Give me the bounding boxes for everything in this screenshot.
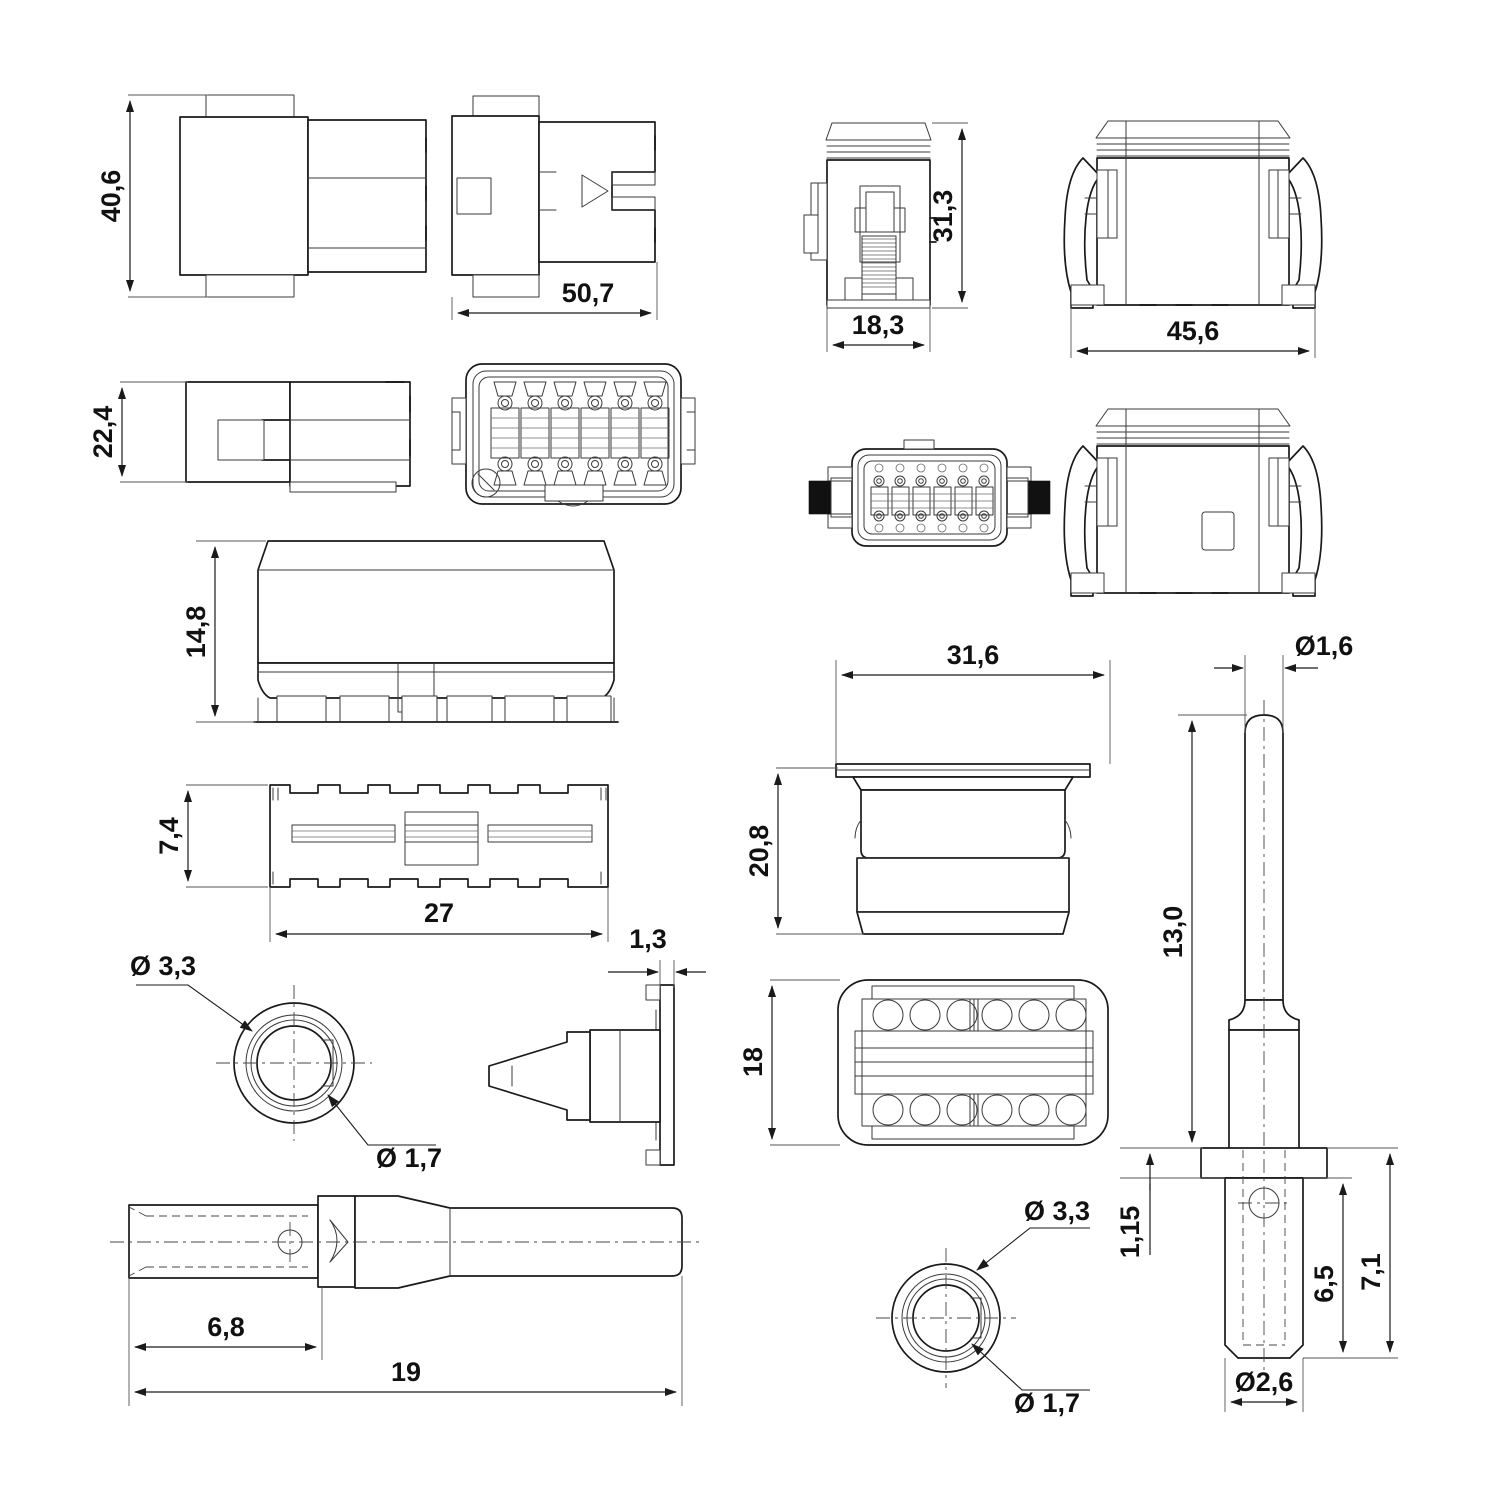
dim-label-wedge-thickness: 1,3 bbox=[629, 924, 667, 954]
hatch-block bbox=[861, 235, 897, 295]
view-plug-rear bbox=[1063, 408, 1323, 597]
dim-label-seal-od: Ø 3,3 bbox=[130, 951, 196, 981]
dim-label-socket-total: 19 bbox=[391, 1357, 421, 1387]
dim-label-pin-body-len: 7,1 bbox=[1356, 1253, 1386, 1291]
dim-label-pin-shoulder: 1,15 bbox=[1115, 1206, 1145, 1259]
view-header-front bbox=[179, 94, 427, 298]
view-grid-top bbox=[837, 979, 1109, 1146]
dim-label-header-length: 50,7 bbox=[562, 278, 615, 308]
view-cap-side bbox=[835, 763, 1091, 935]
dimension-31-3: 31,3 bbox=[928, 122, 968, 309]
leader-seal2-id: Ø 1,7 bbox=[971, 1343, 1090, 1418]
view-wedge-edge bbox=[488, 984, 675, 1166]
view-plug-side bbox=[803, 122, 937, 309]
dim-label-seal2-od: Ø 3,3 bbox=[1024, 1196, 1090, 1226]
dimension-31-6: 31,6 bbox=[835, 640, 1111, 764]
dim-label-pin-length: 13,0 bbox=[1158, 906, 1188, 959]
view-socket bbox=[110, 1195, 700, 1289]
view-header-depth bbox=[185, 381, 411, 493]
dim-label-header-height: 40,6 bbox=[96, 170, 126, 223]
dimension-50-7: 50,7 bbox=[451, 262, 658, 320]
dim-label-wedge-length: 27 bbox=[424, 898, 454, 928]
dim-label-seal-id: Ø 1,7 bbox=[376, 1143, 442, 1173]
dimension-18: 18 bbox=[738, 979, 840, 1146]
dimension-14-8: 14,8 bbox=[181, 540, 266, 723]
plug-contact-grid bbox=[870, 463, 994, 533]
view-plug-front bbox=[1063, 120, 1323, 309]
leader-seal2-od: Ø 3,3 bbox=[976, 1196, 1090, 1271]
view-plug-face bbox=[808, 439, 1051, 547]
dimension-7-1: 7,1 bbox=[1303, 1147, 1398, 1359]
dimension-13-0: 13,0 bbox=[1158, 714, 1247, 1149]
dim-label-plug-width: 18,3 bbox=[852, 310, 905, 340]
dim-label-seal2-id: Ø 1,7 bbox=[1014, 1388, 1080, 1418]
dim-label-insert-height: 14,8 bbox=[181, 606, 211, 659]
dim-label-grid-height: 18 bbox=[738, 1047, 768, 1077]
view-insert-side bbox=[253, 540, 619, 723]
dimension-1-3: 1,3 bbox=[608, 924, 706, 988]
dim-label-socket-crimp: 6,8 bbox=[207, 1312, 245, 1342]
contact-grid bbox=[490, 381, 670, 486]
dim-label-cap-width: 31,6 bbox=[947, 640, 1000, 670]
dimension-45-6: 45,6 bbox=[1070, 305, 1316, 358]
dimension-1-15: 1,15 bbox=[1115, 1147, 1225, 1259]
dimension-7-4: 7,4 bbox=[154, 784, 268, 888]
dim-label-plug-height: 31,3 bbox=[928, 190, 958, 243]
dimension-22-4: 22,4 bbox=[88, 381, 188, 483]
dimension-20-8: 20,8 bbox=[744, 767, 864, 935]
view-seal2-section bbox=[876, 1248, 1016, 1388]
dimension-27: 27 bbox=[269, 887, 609, 942]
dim-label-pin-dia: Ø1,6 bbox=[1295, 631, 1354, 661]
dim-label-pin-barrel-dia: Ø2,6 bbox=[1235, 1367, 1294, 1397]
dimension-6-8: 6,8 bbox=[128, 1278, 323, 1360]
dimension-2-6: Ø2,6 bbox=[1224, 1358, 1304, 1412]
view-pin bbox=[1200, 700, 1328, 1370]
view-seal-section bbox=[216, 985, 372, 1141]
dimension-40-6: 40,6 bbox=[96, 94, 208, 298]
view-wedge-top bbox=[269, 784, 609, 888]
leader-seal-id: Ø 1,7 bbox=[327, 1094, 442, 1173]
dim-label-header-depth: 22,4 bbox=[88, 406, 118, 459]
leader-seal-od: Ø 3,3 bbox=[130, 951, 253, 1032]
dimension-6-5: 6,5 bbox=[1303, 1177, 1352, 1359]
view-header-side bbox=[451, 95, 656, 298]
dim-label-plug-length: 45,6 bbox=[1167, 316, 1220, 346]
dimension-19: 19 bbox=[128, 1276, 683, 1406]
dimension-18-3: 18,3 bbox=[826, 308, 931, 352]
dimension-pin-dia: Ø1,6 bbox=[1214, 631, 1353, 733]
dim-label-cap-height: 20,8 bbox=[744, 825, 774, 878]
dim-label-pin-barrel-len: 6,5 bbox=[1309, 1265, 1339, 1303]
view-header-face bbox=[451, 363, 696, 507]
dim-label-wedge-height: 7,4 bbox=[154, 817, 184, 855]
